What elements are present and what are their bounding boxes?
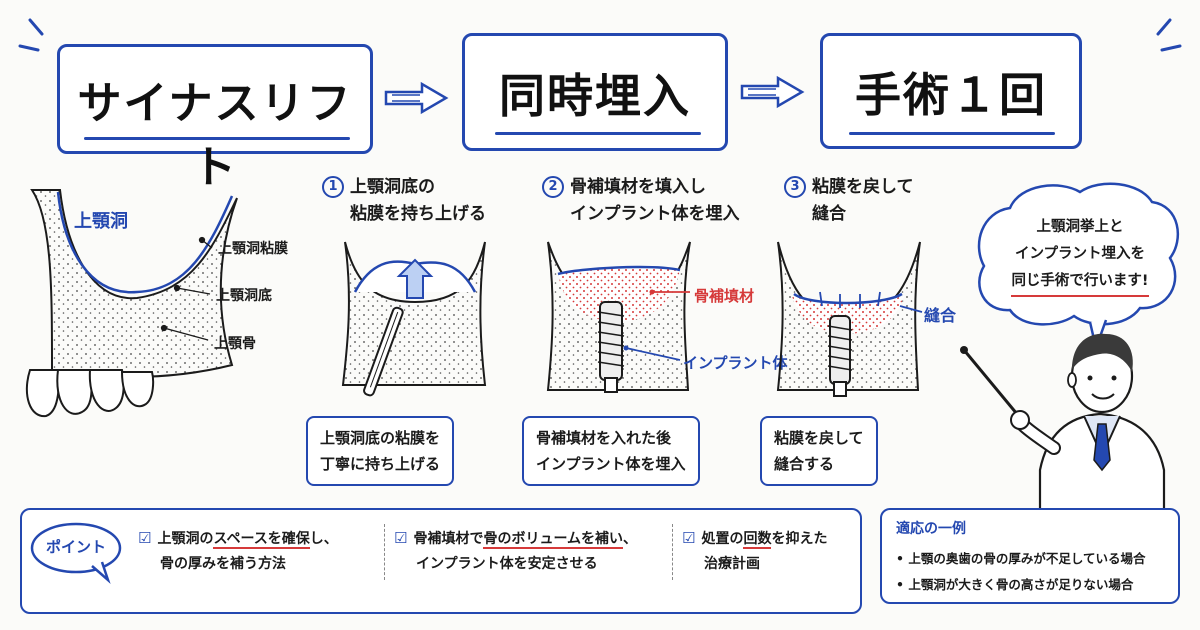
- indications-title: 適応の一例: [896, 521, 966, 537]
- step-1-title-line2: 粘膜を持ち上げる: [350, 204, 486, 224]
- header-box-one-surgery: 手術１回: [820, 33, 1082, 149]
- step-2-number: 2: [542, 176, 564, 198]
- arrow-right-icon: [384, 81, 449, 115]
- step-1-title-line1: 上顎洞底の: [350, 177, 435, 197]
- point-item-1: ☑ 上顎洞のスペースを確保し、 骨の厚みを補う方法: [138, 526, 338, 577]
- speech-line3: 同じ手術で行います!: [1011, 268, 1149, 297]
- step-2-title-line2: インプラント体を埋入: [570, 204, 740, 224]
- point-item-3-line2: 治療計画: [704, 556, 760, 572]
- point-item-1-line2: 骨の厚みを補う方法: [160, 556, 286, 572]
- step-3-number: 3: [784, 176, 806, 198]
- point-item-2-b: 骨のボリュームを補い: [483, 531, 624, 549]
- header-box-simultaneous: 同時埋入: [462, 33, 728, 151]
- indication-item: • 上顎の奥歯の骨の厚みが不足している場合: [896, 551, 1146, 566]
- indications-box: [880, 508, 1180, 604]
- step-2-diagram: [546, 241, 691, 393]
- label-bone-graft: 骨補填材: [694, 287, 755, 305]
- label-implant-body: インプラント体: [683, 354, 788, 372]
- point-item-1-c: し、: [309, 531, 338, 547]
- point-item-3: ☑ 処置の回数を抑えた 治療計画: [682, 526, 827, 577]
- point-item-3-c: を抑えた: [771, 531, 828, 547]
- step-3-caption-line1: 粘膜を戻して: [774, 429, 864, 447]
- step-2-caption: 骨補填材を入れた後 インプラント体を埋入: [522, 416, 700, 486]
- point-item-3-a: 処置の: [701, 531, 744, 547]
- step-3-title-line2: 縫合: [812, 204, 846, 224]
- speech-line2: インプラント埋入を: [1014, 246, 1146, 262]
- step-1-caption: 上顎洞底の粘膜を 丁寧に持ち上げる: [306, 416, 455, 486]
- header-title-one-surgery: 手術１回: [855, 68, 1047, 122]
- header-title-sinus-lift: サイナスリフト: [77, 78, 353, 193]
- step-2-title: 2 骨補填材を填入し インプラント体を埋入: [542, 174, 740, 228]
- arrow-right-icon: [740, 75, 805, 109]
- header-title-simultaneous: 同時埋入: [499, 69, 691, 123]
- point-item-1-b: スペースを確保: [213, 531, 310, 549]
- speech-bubble-text: 上顎洞挙上と インプラント埋入を 同じ手術で行います!: [992, 214, 1168, 297]
- step-1-title: 1 上顎洞底の 粘膜を持ち上げる: [322, 174, 486, 228]
- step-3-caption-line2: 縫合する: [774, 455, 835, 473]
- maxilla-anatomy-diagram: [25, 189, 238, 418]
- point-badge-bubble: [30, 522, 122, 584]
- speech-line1: 上顎洞挙上と: [1036, 219, 1124, 235]
- checkbox-checked-icon: ☑: [682, 529, 696, 547]
- step-3-title-line1: 粘膜を戻して: [812, 177, 914, 197]
- step-3-caption: 粘膜を戻して 縫合する: [760, 416, 878, 486]
- header-underline: [495, 132, 701, 135]
- point-item-2-line2: インプラント体を安定させる: [416, 556, 598, 572]
- point-badge: ポイント: [45, 538, 106, 556]
- label-maxilla-bone: 上顎骨: [214, 336, 256, 352]
- step-3-title: 3 粘膜を戻して 縫合: [784, 174, 914, 228]
- header-box-sinus-lift: サイナスリフト: [57, 44, 373, 193]
- step-2-title-line1: 骨補填材を填入し: [570, 177, 706, 197]
- checkbox-checked-icon: ☑: [394, 529, 408, 547]
- point-item-3-b: 回数: [743, 531, 772, 549]
- point-item-1-a: 上顎洞の: [157, 531, 214, 547]
- point-item-2: ☑ 骨補填材で骨のボリュームを補い、 インプラント体を安定させる: [394, 526, 637, 577]
- doctor-illustration: [960, 333, 1166, 510]
- step-1-caption-line2: 丁寧に持ち上げる: [320, 455, 441, 473]
- step-1-diagram: [341, 241, 487, 397]
- step-1-caption-line1: 上顎洞底の粘膜を: [320, 429, 441, 447]
- divider: [384, 524, 385, 580]
- point-item-2-a: 骨補填材で: [413, 531, 484, 547]
- header-underline: [84, 137, 350, 140]
- divider: [672, 524, 673, 580]
- label-sinus-membrane: 上顎洞粘膜: [218, 241, 288, 257]
- point-summary-box: [20, 508, 862, 614]
- header-decoration: [18, 18, 1182, 52]
- label-suture: 縫合: [924, 306, 957, 325]
- step-3-diagram: [776, 241, 923, 397]
- checkbox-checked-icon: ☑: [138, 529, 152, 547]
- speech-bubble: [977, 182, 1180, 338]
- indication-item: • 上顎洞が大きく骨の高さが足りない場合: [896, 577, 1134, 592]
- step-2-caption-line2: インプラント体を埋入: [536, 455, 686, 473]
- step-2-caption-line1: 骨補填材を入れた後: [536, 429, 672, 447]
- step-1-number: 1: [322, 176, 344, 198]
- label-maxillary-sinus: 上顎洞: [74, 211, 128, 232]
- point-item-2-c: 、: [623, 531, 638, 547]
- header-underline: [849, 132, 1055, 135]
- label-sinus-floor: 上顎洞底: [216, 288, 272, 304]
